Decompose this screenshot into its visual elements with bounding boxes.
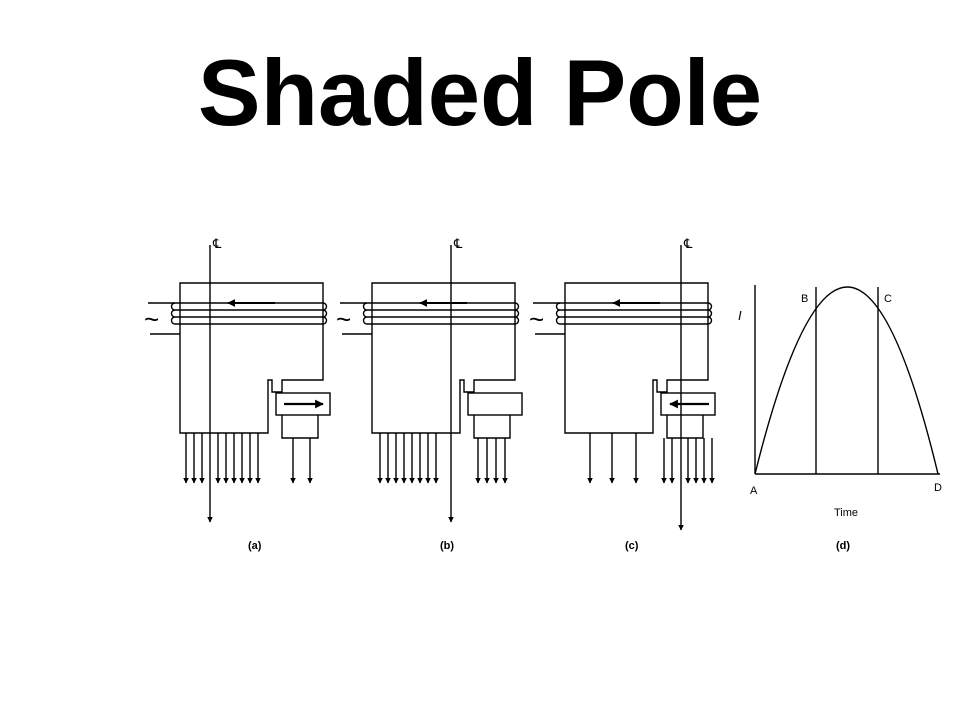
pole-body bbox=[371, 282, 516, 434]
shading-coil bbox=[467, 392, 523, 416]
panel-c bbox=[533, 245, 716, 531]
y-axis-label: I bbox=[738, 308, 742, 323]
current-curve bbox=[754, 286, 939, 475]
flux-lines-shaded bbox=[290, 438, 313, 484]
flux-lines-main bbox=[183, 433, 261, 484]
panel-b bbox=[340, 245, 523, 523]
coil-windings bbox=[533, 302, 713, 335]
caption-d: (d) bbox=[836, 540, 850, 552]
flux-lines-shaded bbox=[661, 438, 715, 484]
ac-source-symbol-a: ~ bbox=[144, 304, 159, 334]
shaded-section bbox=[281, 415, 319, 439]
shaded-section bbox=[473, 415, 511, 439]
coil-windings bbox=[340, 302, 520, 335]
centerline-symbol-b: ℄ bbox=[453, 236, 463, 251]
point-d-label: D bbox=[934, 482, 942, 494]
point-a-label: A bbox=[750, 485, 758, 497]
point-c-label: C bbox=[884, 293, 892, 305]
shaded-section bbox=[666, 415, 704, 439]
caption-b: (b) bbox=[440, 540, 454, 552]
coil-windings bbox=[148, 302, 328, 335]
ac-source-symbol-b: ~ bbox=[336, 304, 351, 334]
ac-source-symbol-c: ~ bbox=[529, 304, 544, 334]
pole-body bbox=[564, 282, 709, 434]
slide-title: Shaded Pole bbox=[197, 40, 763, 145]
pole-body bbox=[179, 282, 324, 434]
flux-lines-main bbox=[587, 433, 639, 484]
panel-a bbox=[148, 245, 331, 523]
point-b-label: B bbox=[801, 293, 808, 305]
caption-a: (a) bbox=[248, 540, 262, 552]
centerline-symbol-a: ℄ bbox=[212, 236, 222, 251]
panel-d-graph bbox=[754, 285, 940, 475]
flux-lines-shaded bbox=[475, 438, 508, 484]
flux-lines-main bbox=[377, 433, 439, 484]
centerline-symbol-c: ℄ bbox=[683, 236, 693, 251]
x-axis-label: Time bbox=[834, 507, 858, 519]
caption-c: (c) bbox=[625, 540, 639, 552]
